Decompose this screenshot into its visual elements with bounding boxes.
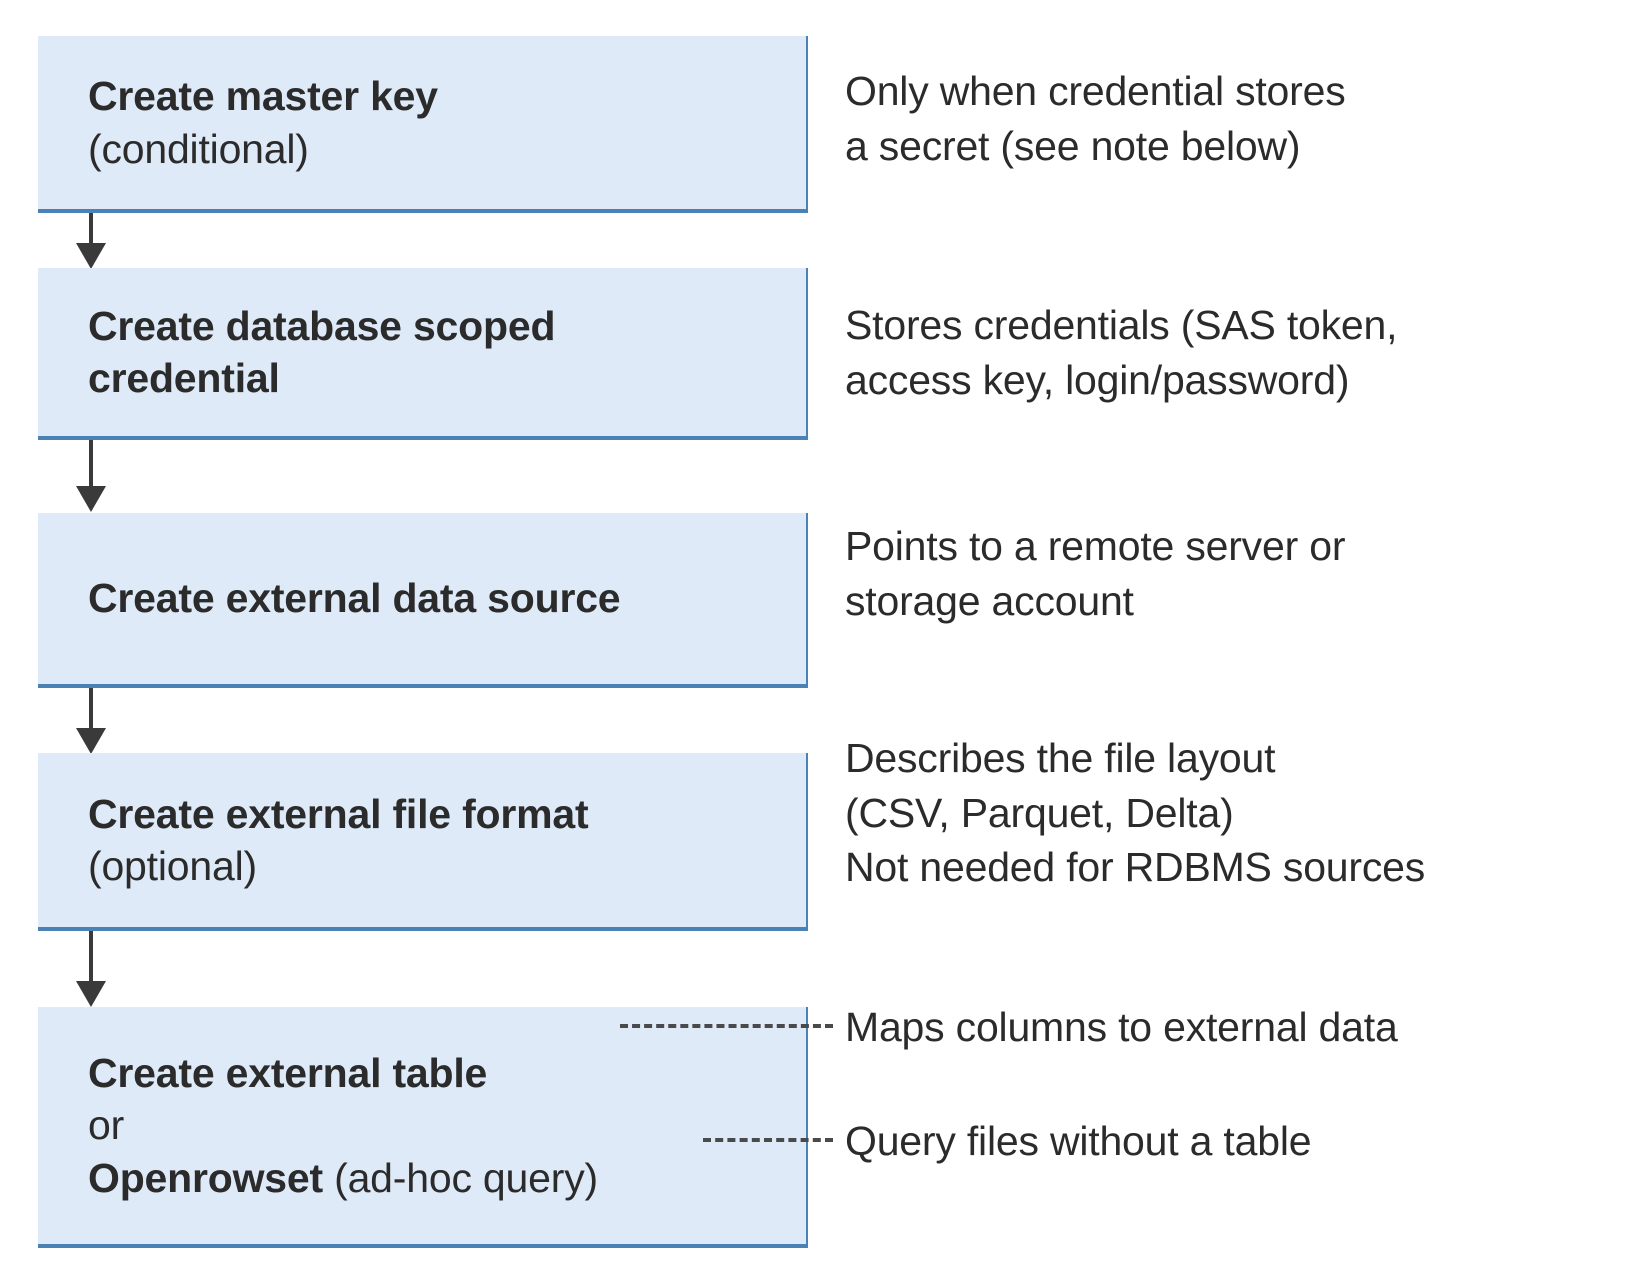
step-text-group: Create external data source — [38, 572, 806, 624]
step-subtitle-optional: (optional) — [88, 843, 257, 889]
step-connector-or: or — [88, 1102, 125, 1149]
step-text-group: Create external file format (optional) — [38, 788, 806, 893]
arrow-step3-to-step4 — [76, 688, 106, 754]
step-text-group: Create external table or Openrowset (ad-… — [38, 1047, 806, 1204]
step-box-create-external-file-format[interactable]: Create external file format (optional) — [38, 753, 808, 931]
step-title-create-database-scoped-credential-line2: credential — [88, 355, 280, 401]
step-subtitle-conditional: (conditional) — [88, 125, 309, 172]
note-line: storage account — [845, 577, 1134, 624]
step-box-create-external-data-source[interactable]: Create external data source — [38, 513, 808, 688]
note-line: Describes the file layout — [845, 735, 1276, 781]
step-title-openrowset: Openrowset — [88, 1154, 323, 1201]
note-create-external-table: Maps columns to external data — [845, 1000, 1398, 1055]
note-create-master-key: Only when credential stores a secret (se… — [845, 64, 1346, 173]
arrow-step1-to-step2 — [76, 213, 106, 269]
note-create-external-file-format: Describes the file layout (CSV, Parquet,… — [845, 731, 1425, 895]
note-create-database-scoped-credential: Stores credentials (SAS token, access ke… — [845, 298, 1398, 407]
note-openrowset: Query files without a table — [845, 1114, 1312, 1169]
note-line: Not needed for RDBMS sources — [845, 844, 1426, 891]
step-text-group: Create database scoped credential — [38, 300, 806, 405]
note-line: Points to a remote server or — [845, 523, 1346, 569]
step-box-create-database-scoped-credential[interactable]: Create database scoped credential — [38, 268, 808, 440]
step-title-openrowset-row: Openrowset (ad-hoc query) — [88, 1152, 806, 1204]
note-line: access key, login/password) — [845, 356, 1350, 403]
step-title-create-external-table: Create external table — [88, 1049, 488, 1096]
arrow-step2-to-step3 — [76, 440, 106, 513]
step-title-openrowset-suffix: (ad-hoc query) — [322, 1154, 598, 1201]
step-title-create-master-key: Create master key — [88, 73, 438, 120]
step-text-group: Create master key (conditional) — [38, 70, 806, 175]
step-title-create-external-data-source: Create external data source — [88, 575, 621, 622]
dashed-leader-external-table — [620, 1024, 833, 1028]
step-title-create-external-file-format: Create external file format — [88, 790, 589, 837]
note-line: Maps columns to external data — [845, 1004, 1398, 1050]
note-line: Query files without a table — [845, 1118, 1312, 1164]
note-create-external-data-source: Points to a remote server or storage acc… — [845, 519, 1345, 628]
note-line: (CSV, Parquet, Delta) — [845, 789, 1234, 836]
arrow-step4-to-step5 — [76, 931, 106, 1008]
step-title-create-database-scoped-credential-line1: Create database scoped — [88, 302, 556, 349]
note-line: Stores credentials (SAS token, — [845, 302, 1398, 348]
step-box-create-external-table-or-openrowset[interactable]: Create external table or Openrowset (ad-… — [38, 1007, 808, 1248]
note-line: Only when credential stores — [845, 68, 1346, 114]
note-line: a secret (see note below) — [845, 122, 1301, 169]
step-box-create-master-key[interactable]: Create master key (conditional) — [38, 36, 808, 213]
dashed-leader-openrowset — [703, 1138, 833, 1142]
